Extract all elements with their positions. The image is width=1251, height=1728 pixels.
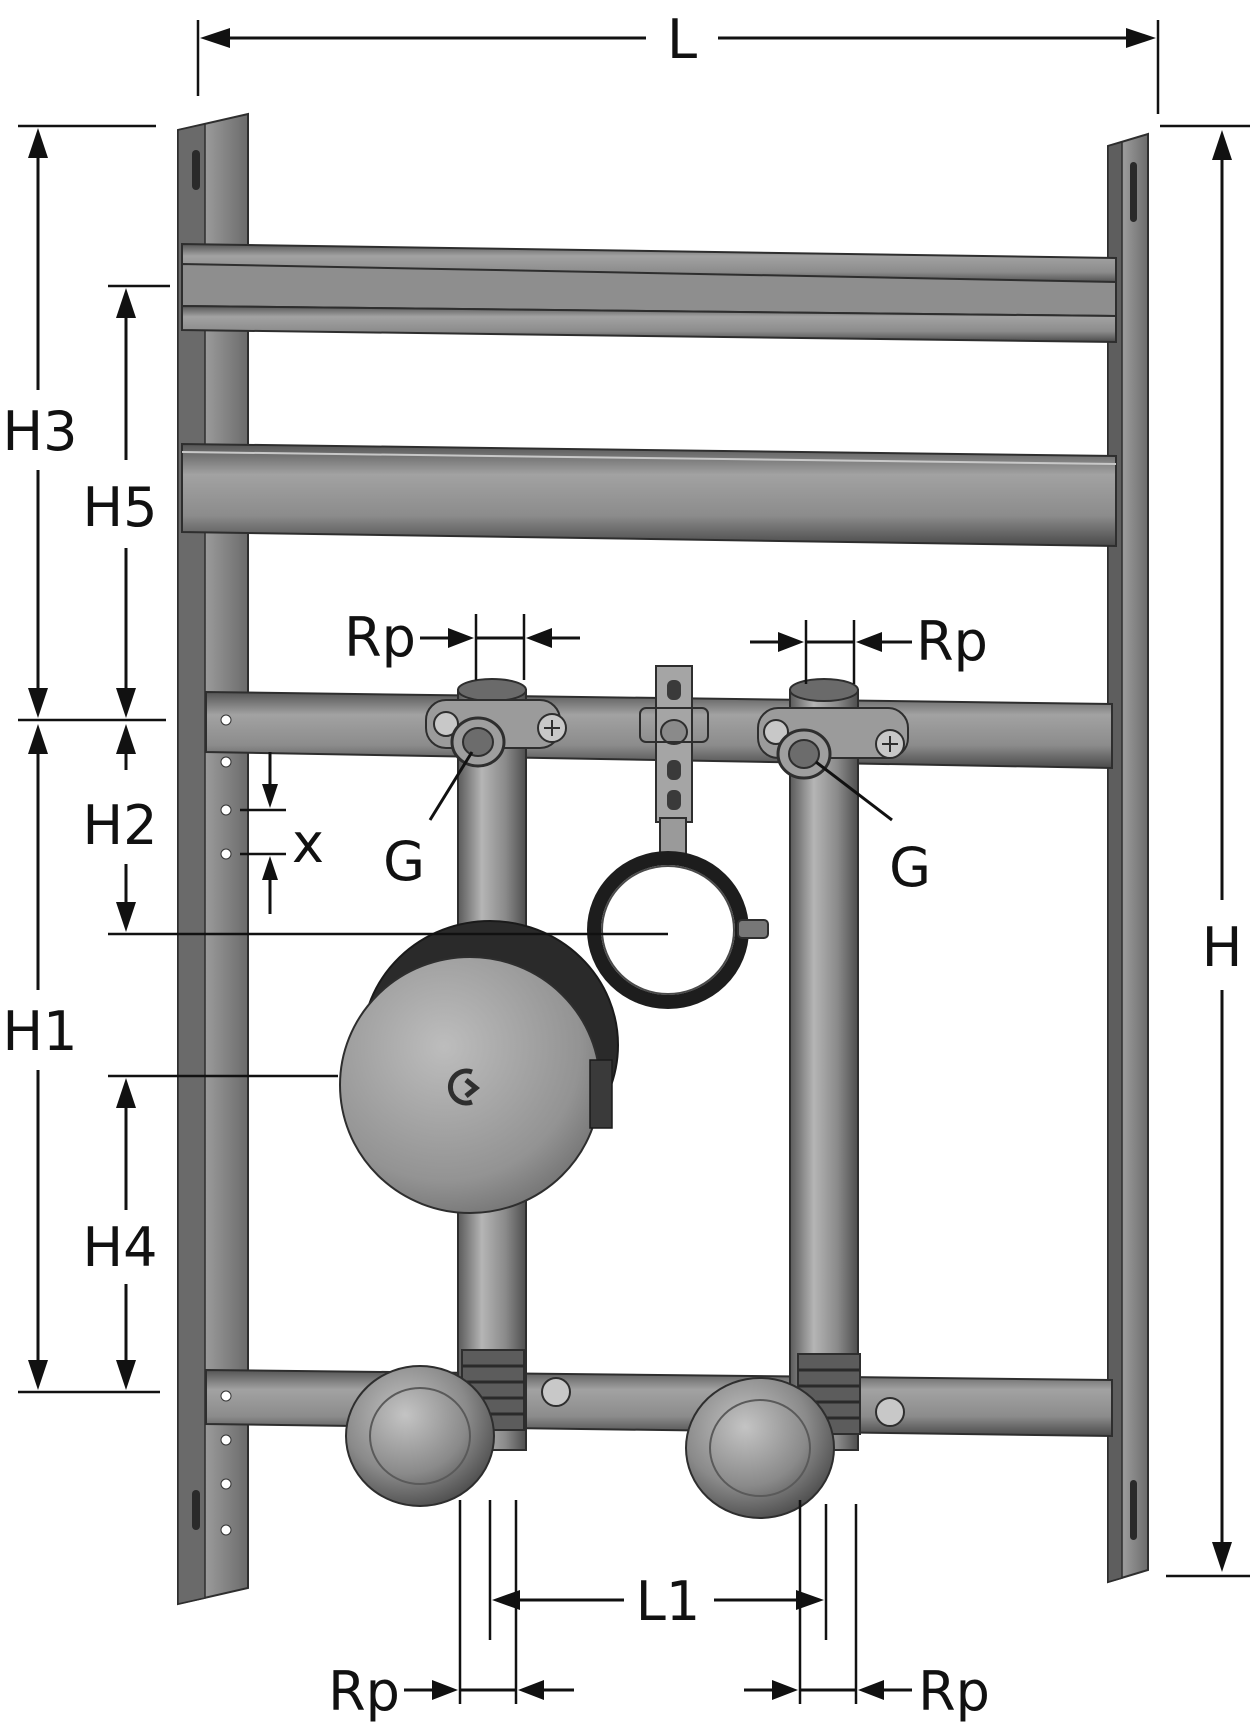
dim-H5 <box>108 284 170 718</box>
right-bottom-knob <box>685 1377 835 1519</box>
mounting-rail-lower <box>205 1368 1113 1438</box>
dim-L1 <box>488 1500 828 1640</box>
label-H4: H4 <box>83 1216 158 1279</box>
dim-H1 <box>18 724 160 1394</box>
right-pipe <box>789 689 859 1451</box>
leader-G-left <box>428 751 474 821</box>
label-H: H <box>1202 916 1243 979</box>
pipe-clamp-ring <box>587 851 769 1009</box>
mixer-body <box>339 920 619 1214</box>
dim-L <box>196 20 1160 114</box>
label-G-right: G <box>889 836 931 899</box>
label-L1: L1 <box>636 1570 700 1633</box>
right-pipe-assembly <box>685 678 909 1519</box>
dim-H3 <box>18 124 166 722</box>
label-L: L <box>667 8 697 71</box>
label-Rp-bottom-left: Rp <box>328 1660 400 1723</box>
dim-H <box>1160 124 1250 1578</box>
leader-G-right <box>815 760 893 822</box>
right-post-flange <box>1107 141 1123 1583</box>
dim-Rp-bottom-left <box>404 1500 574 1704</box>
label-Rp-bottom-right: Rp <box>918 1660 990 1723</box>
dim-H4 <box>108 1074 338 1390</box>
dim-Rp-top-right <box>750 620 912 684</box>
dim-Rp-top-left <box>420 614 580 680</box>
right-pipe-top-opening <box>789 678 859 702</box>
brand-logo <box>448 1068 481 1106</box>
middle-rail <box>181 442 1117 548</box>
label-Rp-top-left: Rp <box>344 606 416 669</box>
dimensions <box>18 20 1250 1704</box>
left-post-flange <box>177 123 206 1605</box>
label-H3: H3 <box>3 400 78 463</box>
left-pipe-top-opening <box>457 678 527 702</box>
dim-x <box>240 752 286 914</box>
top-rail-lower <box>181 304 1117 344</box>
post-holes <box>220 714 232 1536</box>
label-G-left: G <box>383 830 425 893</box>
label-H5: H5 <box>83 476 158 539</box>
dim-Rp-bottom-right <box>744 1500 912 1704</box>
pipe-clamp-hanger <box>639 665 709 855</box>
label-H2: H2 <box>83 794 158 857</box>
dim-H2 <box>108 724 668 936</box>
label-x: x <box>292 812 324 875</box>
middle-rail-edge <box>181 451 1117 465</box>
post-slots <box>192 150 1137 1540</box>
label-Rp-top-right: Rp <box>916 610 988 673</box>
labels: L H H3 H5 H2 x H1 H4 G G Rp Rp L1 Rp Rp <box>3 8 1243 1723</box>
label-H1: H1 <box>3 1000 78 1063</box>
left-bottom-knob <box>345 1365 495 1507</box>
